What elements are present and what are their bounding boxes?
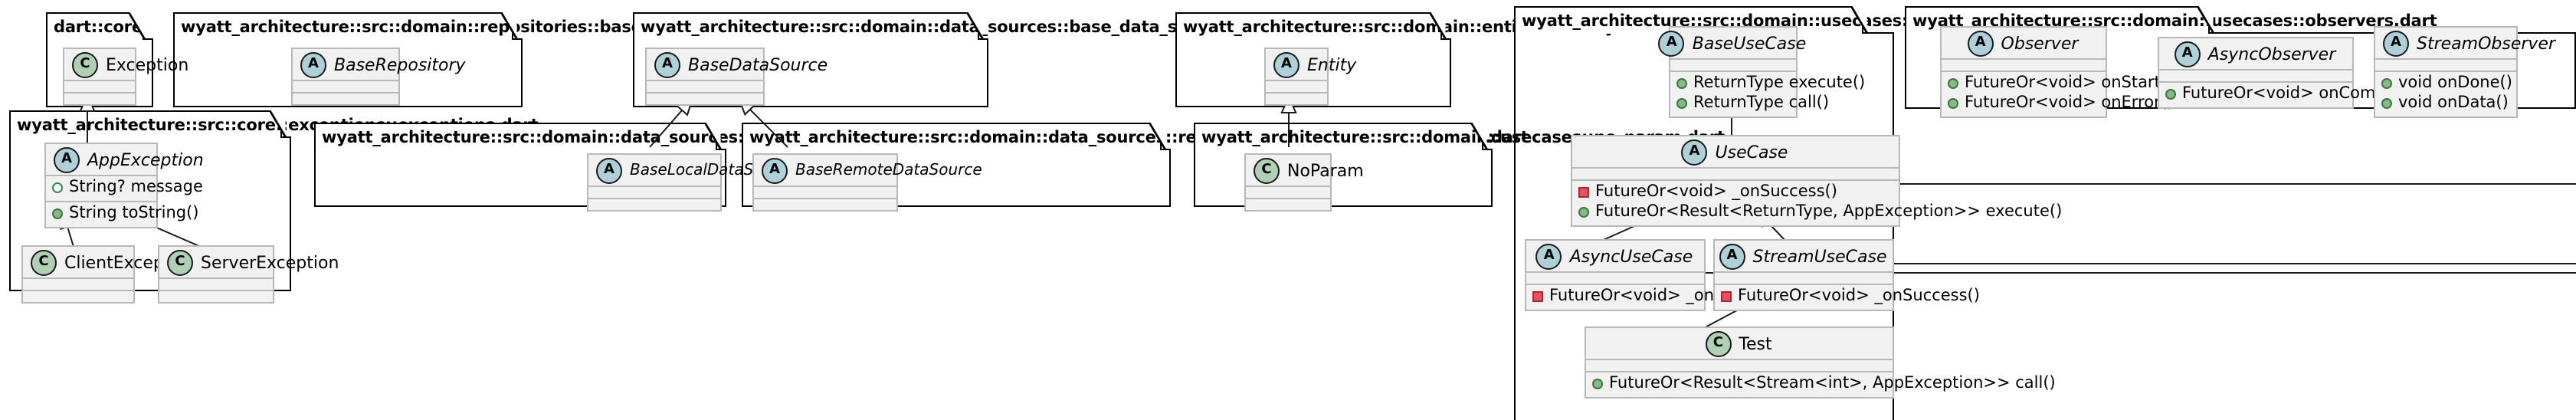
class-name: BaseUseCase bbox=[1692, 33, 1807, 53]
class-stereotype-icon: A bbox=[300, 51, 326, 77]
class-test[interactable]: C Test FutureOr<Result<Stream<int>, AppE… bbox=[1585, 326, 2056, 399]
class-name: NoParam bbox=[1287, 160, 1364, 180]
class-name: AsyncUseCase bbox=[1569, 246, 1693, 266]
class-stereotype-icon: C bbox=[31, 249, 57, 275]
public-method-icon bbox=[52, 208, 63, 219]
class-exception[interactable]: C Exception bbox=[63, 48, 188, 106]
method-row: FutureOr<void> onStart() bbox=[1948, 74, 2173, 94]
class-stream-observer[interactable]: A StreamObserver void onDone() void onDa… bbox=[2374, 26, 2555, 118]
class-name: AppException bbox=[87, 149, 204, 169]
package-label: wyatt_architecture::src::domain::data_so… bbox=[314, 123, 1056, 150]
public-field-icon bbox=[52, 182, 63, 193]
method-row: FutureOr<void> onComplete() bbox=[2165, 84, 2429, 104]
class-methods: FutureOr<void> onComplete() bbox=[2159, 83, 2429, 107]
class-stereotype-icon: A bbox=[2174, 41, 2201, 67]
private-method-icon bbox=[1721, 291, 1732, 302]
method-row: String toString() bbox=[52, 204, 199, 224]
class-stereotype-icon: A bbox=[2383, 30, 2409, 56]
class-methods: FutureOr<Result<Stream<int>, AppExceptio… bbox=[1586, 372, 2056, 397]
class-client-exception[interactable]: C ClientException bbox=[21, 245, 196, 304]
public-method-icon bbox=[2381, 98, 2392, 109]
class-methods: String toString() bbox=[46, 202, 199, 227]
class-base-use-case[interactable]: A BaseUseCase ReturnType execute() Retur… bbox=[1658, 26, 1865, 118]
class-name: StreamObserver bbox=[2417, 33, 2556, 53]
class-methods: FutureOr<void> onStart() FutureOr<void> … bbox=[1942, 72, 2173, 116]
class-stereotype-icon: A bbox=[1967, 30, 1994, 56]
method-row: FutureOr<void> _onSuccess() bbox=[1578, 182, 1893, 202]
class-methods: ReturnType execute() ReturnType call() bbox=[1670, 72, 1865, 116]
class-server-exception[interactable]: C ServerException bbox=[158, 245, 339, 304]
method-row: void onDone() bbox=[2381, 74, 2512, 94]
package-label: wyatt_architecture::src::core::exception… bbox=[9, 110, 539, 138]
class-app-exception[interactable]: A AppException String? message String to… bbox=[44, 143, 204, 228]
class-stereotype-icon: A bbox=[1273, 51, 1299, 77]
package-label: wyatt_architecture::src::domain::data_so… bbox=[633, 12, 1270, 40]
class-stereotype-icon: C bbox=[1705, 330, 1732, 356]
class-methods: FutureOr<void> _onSuccess() FutureOr<Res… bbox=[1572, 181, 2062, 225]
class-base-remote-data-source[interactable]: A BaseRemoteDataSource bbox=[752, 153, 982, 212]
method-row: FutureOr<void> onError() bbox=[1948, 94, 2173, 113]
class-name: StreamUseCase bbox=[1752, 246, 1887, 266]
class-observer[interactable]: A Observer FutureOr<void> onStart() Futu… bbox=[1940, 26, 2173, 118]
package-label: dart::core bbox=[46, 12, 144, 40]
method-row: FutureOr<Result<ReturnType, AppException… bbox=[1578, 202, 2062, 222]
public-method-icon bbox=[2381, 78, 2392, 89]
class-fields: String? message bbox=[46, 176, 203, 201]
class-name: ServerException bbox=[201, 252, 339, 272]
class-methods: FutureOr<void> _onSuccess() bbox=[1715, 285, 1980, 310]
class-name: Entity bbox=[1307, 54, 1357, 74]
class-stereotype-icon: A bbox=[596, 157, 622, 183]
method-row: void onData() bbox=[2381, 94, 2510, 113]
class-name: Exception bbox=[106, 54, 189, 74]
public-method-icon bbox=[1948, 78, 1958, 89]
class-name: AsyncObserver bbox=[2207, 44, 2336, 64]
class-name: UseCase bbox=[1715, 142, 1788, 162]
class-name: Test bbox=[1739, 333, 1772, 353]
class-use-case[interactable]: A UseCase FutureOr<void> _onSuccess() Fu… bbox=[1571, 135, 2062, 227]
private-method-icon bbox=[1578, 187, 1589, 198]
class-base-local-data-source[interactable]: A BaseLocalDataSource bbox=[587, 153, 797, 212]
class-methods: FutureOr<void> _onSuccess() bbox=[1526, 285, 1791, 310]
class-name: Observer bbox=[2001, 33, 2079, 53]
package-label: wyatt_architecture::src::domain::data_so… bbox=[742, 123, 1529, 150]
method-row: FutureOr<Result<Stream<int>, AppExceptio… bbox=[1592, 374, 2056, 394]
field-row: String? message bbox=[52, 178, 203, 198]
class-stereotype-icon: A bbox=[1535, 243, 1562, 269]
class-name: BaseRemoteDataSource bbox=[795, 162, 982, 179]
method-row: ReturnType execute() bbox=[1676, 74, 1865, 94]
class-entity[interactable]: A Entity bbox=[1264, 48, 1356, 106]
public-method-icon bbox=[1676, 78, 1687, 89]
class-stereotype-icon: C bbox=[72, 51, 98, 77]
package-label: wyatt_architecture::src::domain::usecase… bbox=[1194, 123, 1725, 150]
class-stereotype-icon: A bbox=[654, 51, 680, 77]
public-method-icon bbox=[2165, 89, 2176, 100]
class-methods: void onDone() void onData() bbox=[2375, 72, 2516, 116]
class-async-observer[interactable]: A AsyncObserver FutureOr<void> onComplet… bbox=[2158, 37, 2429, 109]
class-base-repository[interactable]: A BaseRepository bbox=[291, 48, 466, 106]
method-row: FutureOr<void> _onSuccess() bbox=[1532, 287, 1791, 307]
class-name: BaseDataSource bbox=[688, 54, 828, 74]
class-async-use-case[interactable]: A AsyncUseCase FutureOr<void> _onSuccess… bbox=[1525, 239, 1791, 311]
public-method-icon bbox=[1948, 98, 1958, 109]
method-row: ReturnType call() bbox=[1676, 94, 1829, 113]
method-row: FutureOr<void> _onSuccess() bbox=[1721, 287, 1980, 307]
class-stereotype-icon: A bbox=[1658, 30, 1685, 56]
class-stereotype-icon: A bbox=[1681, 139, 1708, 165]
package-label: wyatt_architecture::src::domain::reposit… bbox=[173, 12, 784, 40]
public-method-icon bbox=[1676, 98, 1687, 109]
class-stereotype-icon: A bbox=[54, 146, 80, 172]
class-stream-use-case[interactable]: A StreamUseCase FutureOr<void> _onSucces… bbox=[1713, 239, 1980, 311]
class-stereotype-icon: C bbox=[1254, 157, 1280, 183]
class-no-param[interactable]: C NoParam bbox=[1244, 153, 1364, 212]
class-stereotype-icon: C bbox=[167, 249, 193, 275]
class-stereotype-icon: A bbox=[1719, 243, 1745, 269]
class-name: BaseRepository bbox=[334, 54, 466, 74]
public-method-icon bbox=[1592, 379, 1603, 389]
private-method-icon bbox=[1532, 291, 1543, 302]
class-base-data-source[interactable]: A BaseDataSource bbox=[645, 48, 828, 106]
class-stereotype-icon: A bbox=[762, 157, 788, 183]
public-method-icon bbox=[1578, 207, 1589, 218]
package-label: wyatt_architecture::src::domain::entitie… bbox=[1175, 12, 1657, 40]
